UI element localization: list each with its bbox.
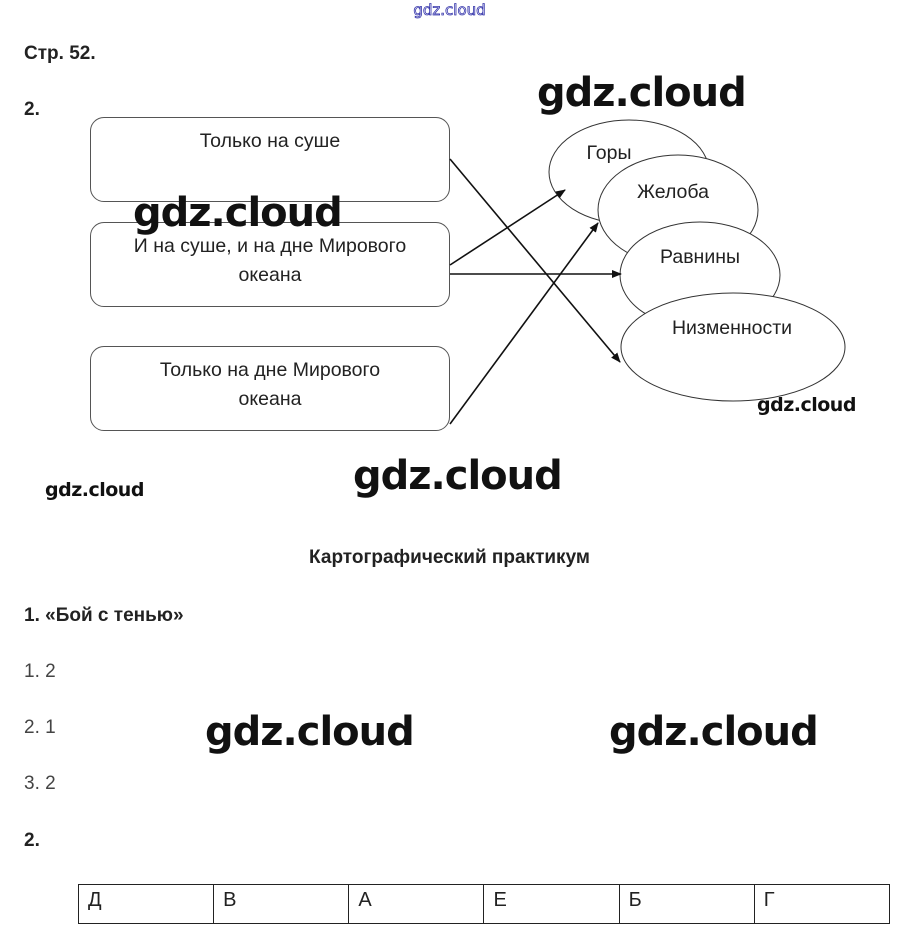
- table-cell: В: [213, 884, 350, 924]
- watermark: gdz.cloud: [45, 479, 144, 501]
- category-label-line1: И на суше, и на дне Мирового: [133, 235, 407, 257]
- arrow-ocean-only-to-trenches: [449, 222, 599, 425]
- table-cell: Г: [753, 884, 891, 924]
- watermark: gdz.cloud: [609, 709, 819, 755]
- landform-label: Низменности: [672, 317, 792, 339]
- answer-table: Д В А Е Б Г: [77, 884, 891, 924]
- site-watermark-link[interactable]: gdz.cloud: [413, 1, 486, 20]
- page-label: Стр. 52.: [24, 43, 96, 64]
- category-box-ocean-only: Только на дне Мирового океана: [90, 346, 450, 431]
- table-cell: Б: [618, 884, 755, 924]
- category-label: Только на суше: [199, 130, 341, 152]
- arrow-land-only-to-lowlands: [449, 158, 621, 363]
- answer-item: 2. 1: [24, 717, 56, 738]
- category-label-line2: океана: [238, 264, 302, 286]
- section-title: Картографический практикум: [309, 547, 590, 568]
- task-number: 2.: [24, 99, 40, 120]
- watermark: gdz.cloud: [205, 709, 415, 755]
- task1-title: 1. «Бой с тенью»: [24, 605, 184, 626]
- watermark: gdz.cloud: [757, 394, 856, 416]
- table-cell: Е: [483, 884, 620, 924]
- arrow-both-to-mountains: [449, 189, 566, 266]
- landform-label: Горы: [587, 142, 632, 164]
- category-label-line1: Только на дне Мирового: [159, 359, 381, 381]
- answer-item: 1. 2: [24, 661, 56, 682]
- category-label-line2: океана: [238, 388, 302, 410]
- landform-label: Равнины: [660, 246, 740, 268]
- watermark: gdz.cloud: [133, 190, 343, 236]
- landform-label: Желоба: [637, 181, 709, 203]
- ellipse-lowlands: Низменности: [620, 292, 846, 402]
- table-cell: Д: [77, 884, 215, 924]
- category-box-land-and-ocean: И на суше, и на дне Мирового океана: [90, 222, 450, 307]
- answer-item: 3. 2: [24, 773, 56, 794]
- task2-title: 2.: [24, 830, 40, 851]
- watermark: gdz.cloud: [353, 453, 563, 499]
- category-box-land-only: Только на суше: [90, 117, 450, 202]
- watermark: gdz.cloud: [537, 70, 747, 116]
- table-cell: А: [348, 884, 485, 924]
- table-row: Д В А Е Б Г: [77, 884, 891, 924]
